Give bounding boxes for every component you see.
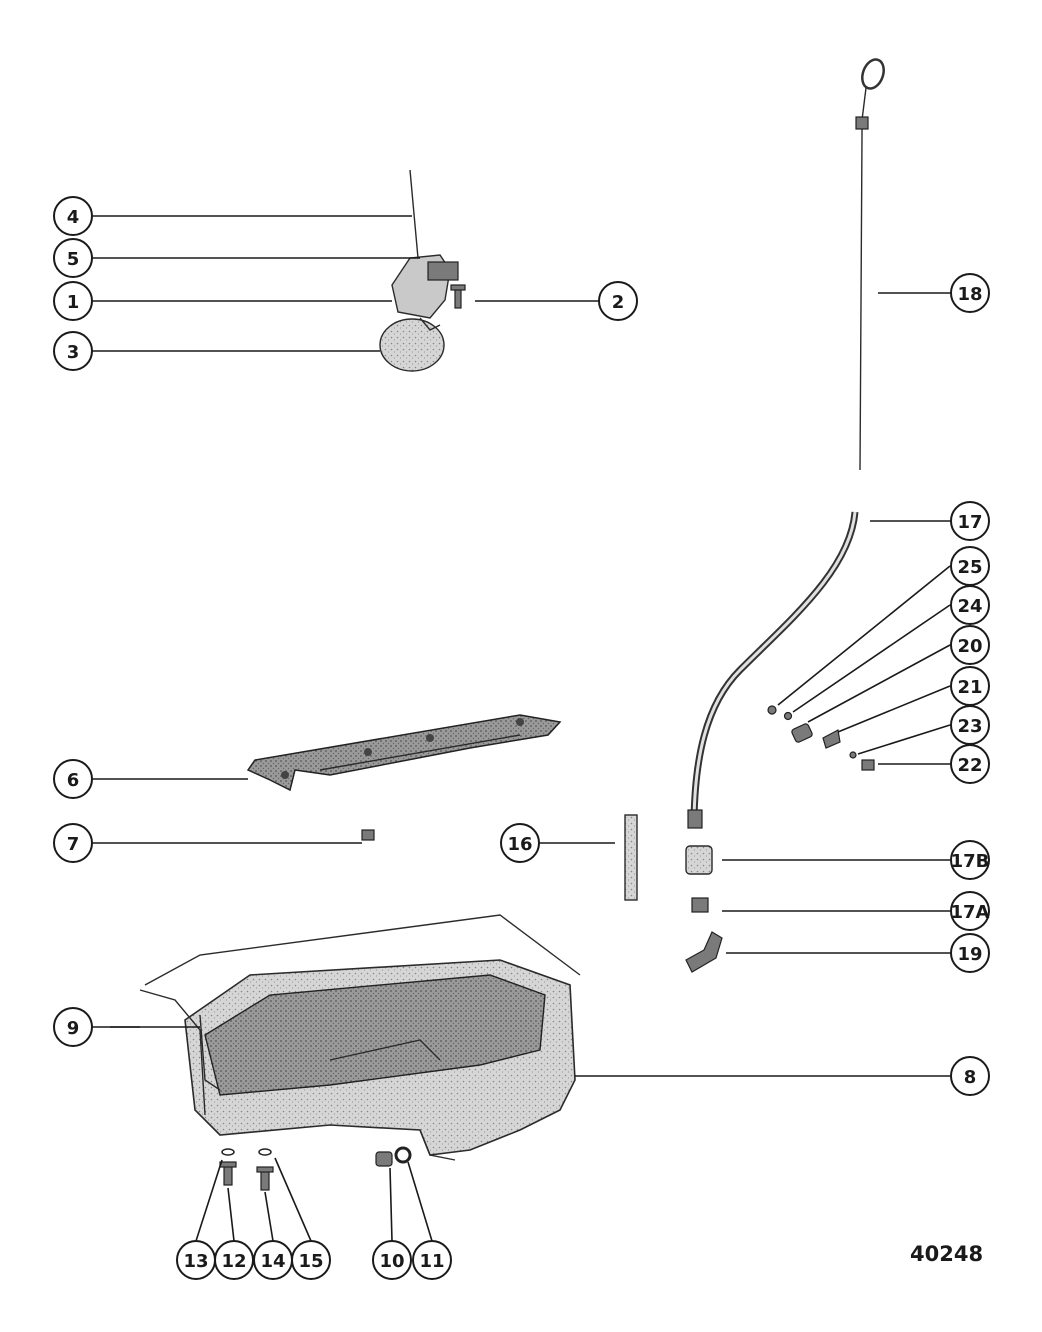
callout-24: 24 <box>950 585 990 625</box>
callout-17A-label: 17A <box>951 902 990 923</box>
callout-2-label: 2 <box>612 292 625 313</box>
callout-3: 3 <box>53 331 93 371</box>
callout-16: 16 <box>500 823 540 863</box>
drain-plug <box>375 1146 412 1167</box>
callout-23: 23 <box>950 705 990 745</box>
callout-19-label: 19 <box>957 944 982 965</box>
callout-17-label: 17 <box>957 512 982 533</box>
callout-6-label: 6 <box>67 770 80 791</box>
callout-13-label: 13 <box>183 1251 208 1272</box>
callout-1: 1 <box>53 281 93 321</box>
callout-5: 5 <box>53 238 93 278</box>
dipstick-tube <box>687 511 859 829</box>
callout-11-label: 11 <box>419 1251 444 1272</box>
dipstick <box>855 58 885 471</box>
callout-10: 10 <box>372 1240 412 1280</box>
callout-3-label: 3 <box>67 342 80 363</box>
callout-20-label: 20 <box>957 636 982 657</box>
callout-2: 2 <box>598 281 638 321</box>
callout-23-label: 23 <box>957 716 982 737</box>
callout-22: 22 <box>950 744 990 784</box>
pan-screws <box>219 1148 274 1191</box>
callout-9-label: 9 <box>67 1018 80 1039</box>
callout-8-label: 8 <box>964 1067 977 1088</box>
callout-21-label: 21 <box>957 677 982 698</box>
callout-14: 14 <box>253 1240 293 1280</box>
callout-22-label: 22 <box>957 755 982 776</box>
callout-17B: 17B <box>950 840 990 880</box>
callout-17B-label: 17B <box>951 851 990 872</box>
callout-9: 9 <box>53 1007 93 1047</box>
leader-lines <box>92 215 952 1242</box>
callout-12: 12 <box>214 1240 254 1280</box>
tube-fittings <box>685 845 723 973</box>
oil-pump-assembly <box>379 169 459 372</box>
callout-11: 11 <box>412 1240 452 1280</box>
callout-1-label: 1 <box>67 292 80 313</box>
callout-15: 15 <box>291 1240 331 1280</box>
callout-18-label: 18 <box>957 284 982 305</box>
tube-clip-hardware <box>767 705 875 771</box>
callout-4: 4 <box>53 196 93 236</box>
callout-8: 8 <box>950 1056 990 1096</box>
callout-13: 13 <box>176 1240 216 1280</box>
callout-24-label: 24 <box>957 596 982 617</box>
callout-4-label: 4 <box>67 207 80 228</box>
callout-18: 18 <box>950 273 990 313</box>
callout-21: 21 <box>950 666 990 706</box>
baffle-nut <box>361 829 375 841</box>
windage-baffle <box>246 714 562 792</box>
callout-15-label: 15 <box>298 1251 323 1272</box>
callout-25: 25 <box>950 546 990 586</box>
callout-19: 19 <box>950 933 990 973</box>
callout-16-label: 16 <box>507 834 532 855</box>
callout-17A: 17A <box>950 891 990 931</box>
callout-5-label: 5 <box>67 249 80 270</box>
pump-bolt <box>450 284 466 309</box>
callout-6: 6 <box>53 759 93 799</box>
callout-12-label: 12 <box>221 1251 246 1272</box>
callout-10-label: 10 <box>379 1251 404 1272</box>
oil-pan <box>139 914 581 1161</box>
callout-7: 7 <box>53 823 93 863</box>
pickup-tube <box>624 814 638 901</box>
callout-17: 17 <box>950 501 990 541</box>
callout-25-label: 25 <box>957 557 982 578</box>
callout-7-label: 7 <box>67 834 80 855</box>
callout-14-label: 14 <box>260 1251 285 1272</box>
figure-number: 40248 <box>910 1242 984 1266</box>
callout-20: 20 <box>950 625 990 665</box>
